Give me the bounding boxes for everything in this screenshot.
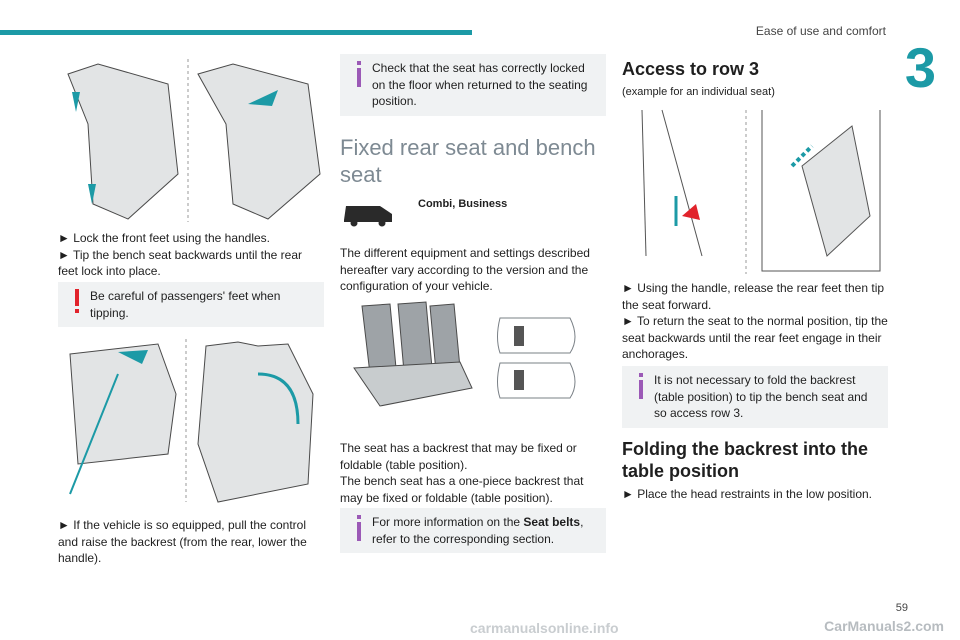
watermark: CarManuals2.com xyxy=(824,618,944,634)
info-note-3: It is not necessary to fold the backrest… xyxy=(622,366,888,428)
warning-note: Be careful of passengers' feet when tipp… xyxy=(58,282,324,327)
section-title: Ease of use and comfort xyxy=(755,24,886,38)
info-note-1: Check that the seat has correctly locked… xyxy=(340,54,606,116)
chapter-number: 3 xyxy=(904,36,936,99)
info-text-2-suffix: , refer to the corresponding section. xyxy=(372,515,584,546)
info-icon xyxy=(357,515,361,541)
warning-text: Be careful of passengers' feet when tipp… xyxy=(90,289,281,320)
heading-table-position: Folding the backrest into the table posi… xyxy=(622,439,869,481)
van-icon xyxy=(344,206,392,227)
col1-step-1: ► Lock the front feet using the handles. xyxy=(58,231,271,245)
info-text-3: It is not necessary to fold the backrest… xyxy=(654,373,868,420)
info-text-2-prefix: For more information on the xyxy=(372,515,524,529)
example-note: (example for an individual seat) xyxy=(622,86,775,98)
site-watermark: carmanualsonline.info xyxy=(470,620,619,636)
figure-fixed-seats xyxy=(340,298,606,422)
desc-bench: The bench seat has a one-piece backrest … xyxy=(340,474,584,505)
exclamation-icon xyxy=(75,289,79,313)
page-number: 59 xyxy=(895,602,908,614)
info-text-1: Check that the seat has correctly locked… xyxy=(372,61,588,108)
col3-step-2: ► To return the seat to the normal posit… xyxy=(622,314,888,361)
col3-step-3: ► Place the head restraints in the low p… xyxy=(622,487,873,501)
info-icon xyxy=(357,61,361,87)
intro-text: The different equipment and settings des… xyxy=(340,246,590,293)
info-text-2-link: Seat belts xyxy=(523,515,581,529)
header-accent-bar xyxy=(0,30,472,35)
col1-step-2: ► Tip the bench seat backwards until the… xyxy=(58,247,303,279)
version-label: Combi, Business xyxy=(418,198,508,210)
info-note-2: For more information on the Seat belts, … xyxy=(340,508,606,553)
figure-bench-lock-feet xyxy=(58,54,324,224)
heading-access-row-3: Access to row 3 xyxy=(622,59,760,79)
desc-seat: The seat has a backrest that may be fixe… xyxy=(340,441,577,472)
col1-step-3: ► If the vehicle is so equipped, pull th… xyxy=(58,518,307,565)
col3-step-1: ► Using the handle, release the rear fee… xyxy=(622,281,885,312)
heading-fixed-rear-seat: Fixed rear seat and bench seat xyxy=(340,135,596,187)
figure-tip-seat xyxy=(622,106,888,276)
info-icon xyxy=(639,373,643,399)
figure-raise-backrest xyxy=(58,334,324,506)
